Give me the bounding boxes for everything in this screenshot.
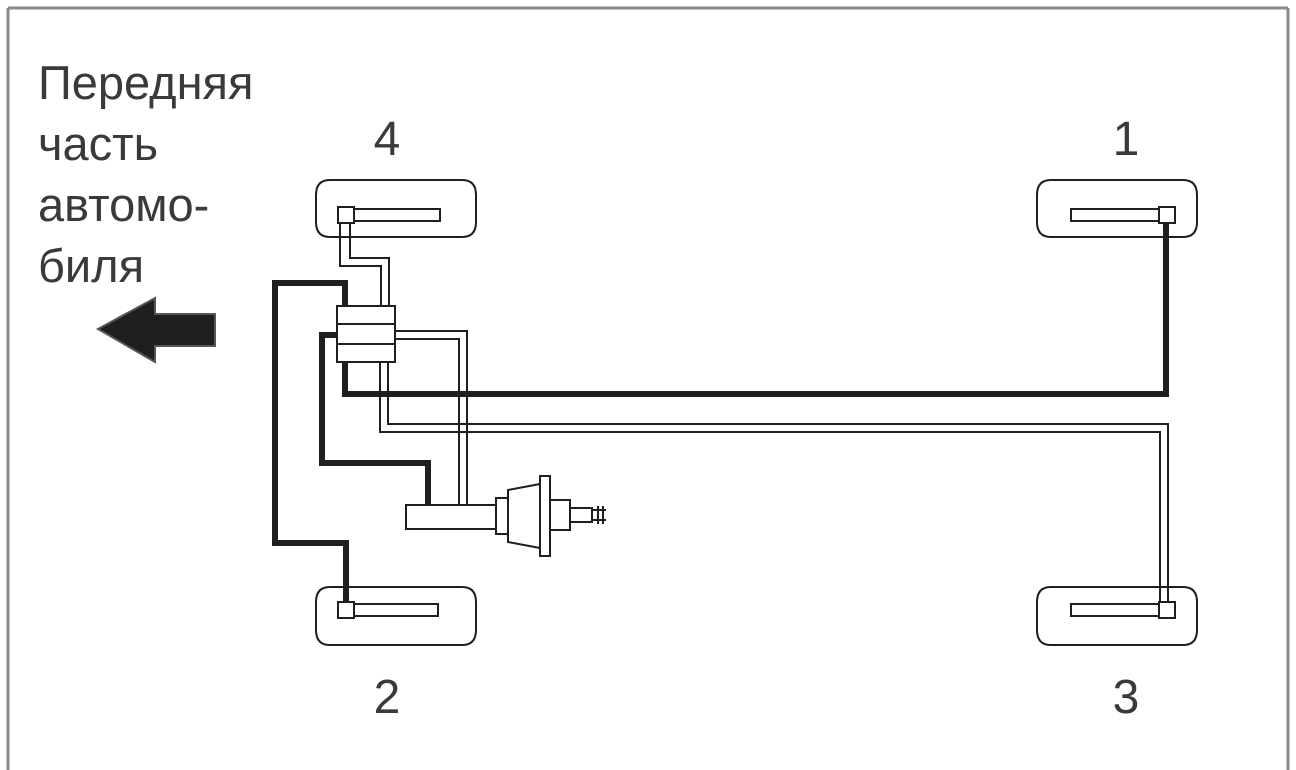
brake-line-master-cylinder-b bbox=[393, 330, 468, 505]
brake-line-wheel-1 bbox=[342, 222, 1169, 397]
brake-line-wheel-4 bbox=[339, 223, 390, 306]
front-direction-arrow-icon bbox=[95, 296, 216, 364]
wheel-4 bbox=[315, 179, 477, 238]
master-cylinder bbox=[405, 475, 606, 557]
diagram-frame bbox=[6, 6, 1290, 770]
front-of-car-label-line: автомо- bbox=[38, 178, 210, 231]
brake-line-master-cylinder-a bbox=[319, 332, 431, 505]
brake-line-wheel-3 bbox=[379, 362, 1169, 602]
wheel-number-1: 1 bbox=[1112, 113, 1140, 166]
pressure-valve bbox=[336, 305, 396, 363]
wheel-3 bbox=[1036, 586, 1198, 646]
wheel-number-2: 2 bbox=[373, 671, 401, 724]
front-of-car-label-line: биля bbox=[38, 239, 145, 292]
wheel-number-4: 4 bbox=[373, 113, 401, 166]
front-of-car-label: Передняя часть автомо- биля bbox=[38, 52, 253, 296]
wheel-number-3: 3 bbox=[1112, 671, 1140, 724]
brake-line-wheel-2 bbox=[272, 280, 349, 602]
wheel-1 bbox=[1036, 179, 1198, 238]
wheel-2 bbox=[315, 586, 477, 646]
front-of-car-label-line: часть bbox=[38, 117, 159, 170]
front-of-car-label-line: Передняя bbox=[38, 56, 254, 109]
